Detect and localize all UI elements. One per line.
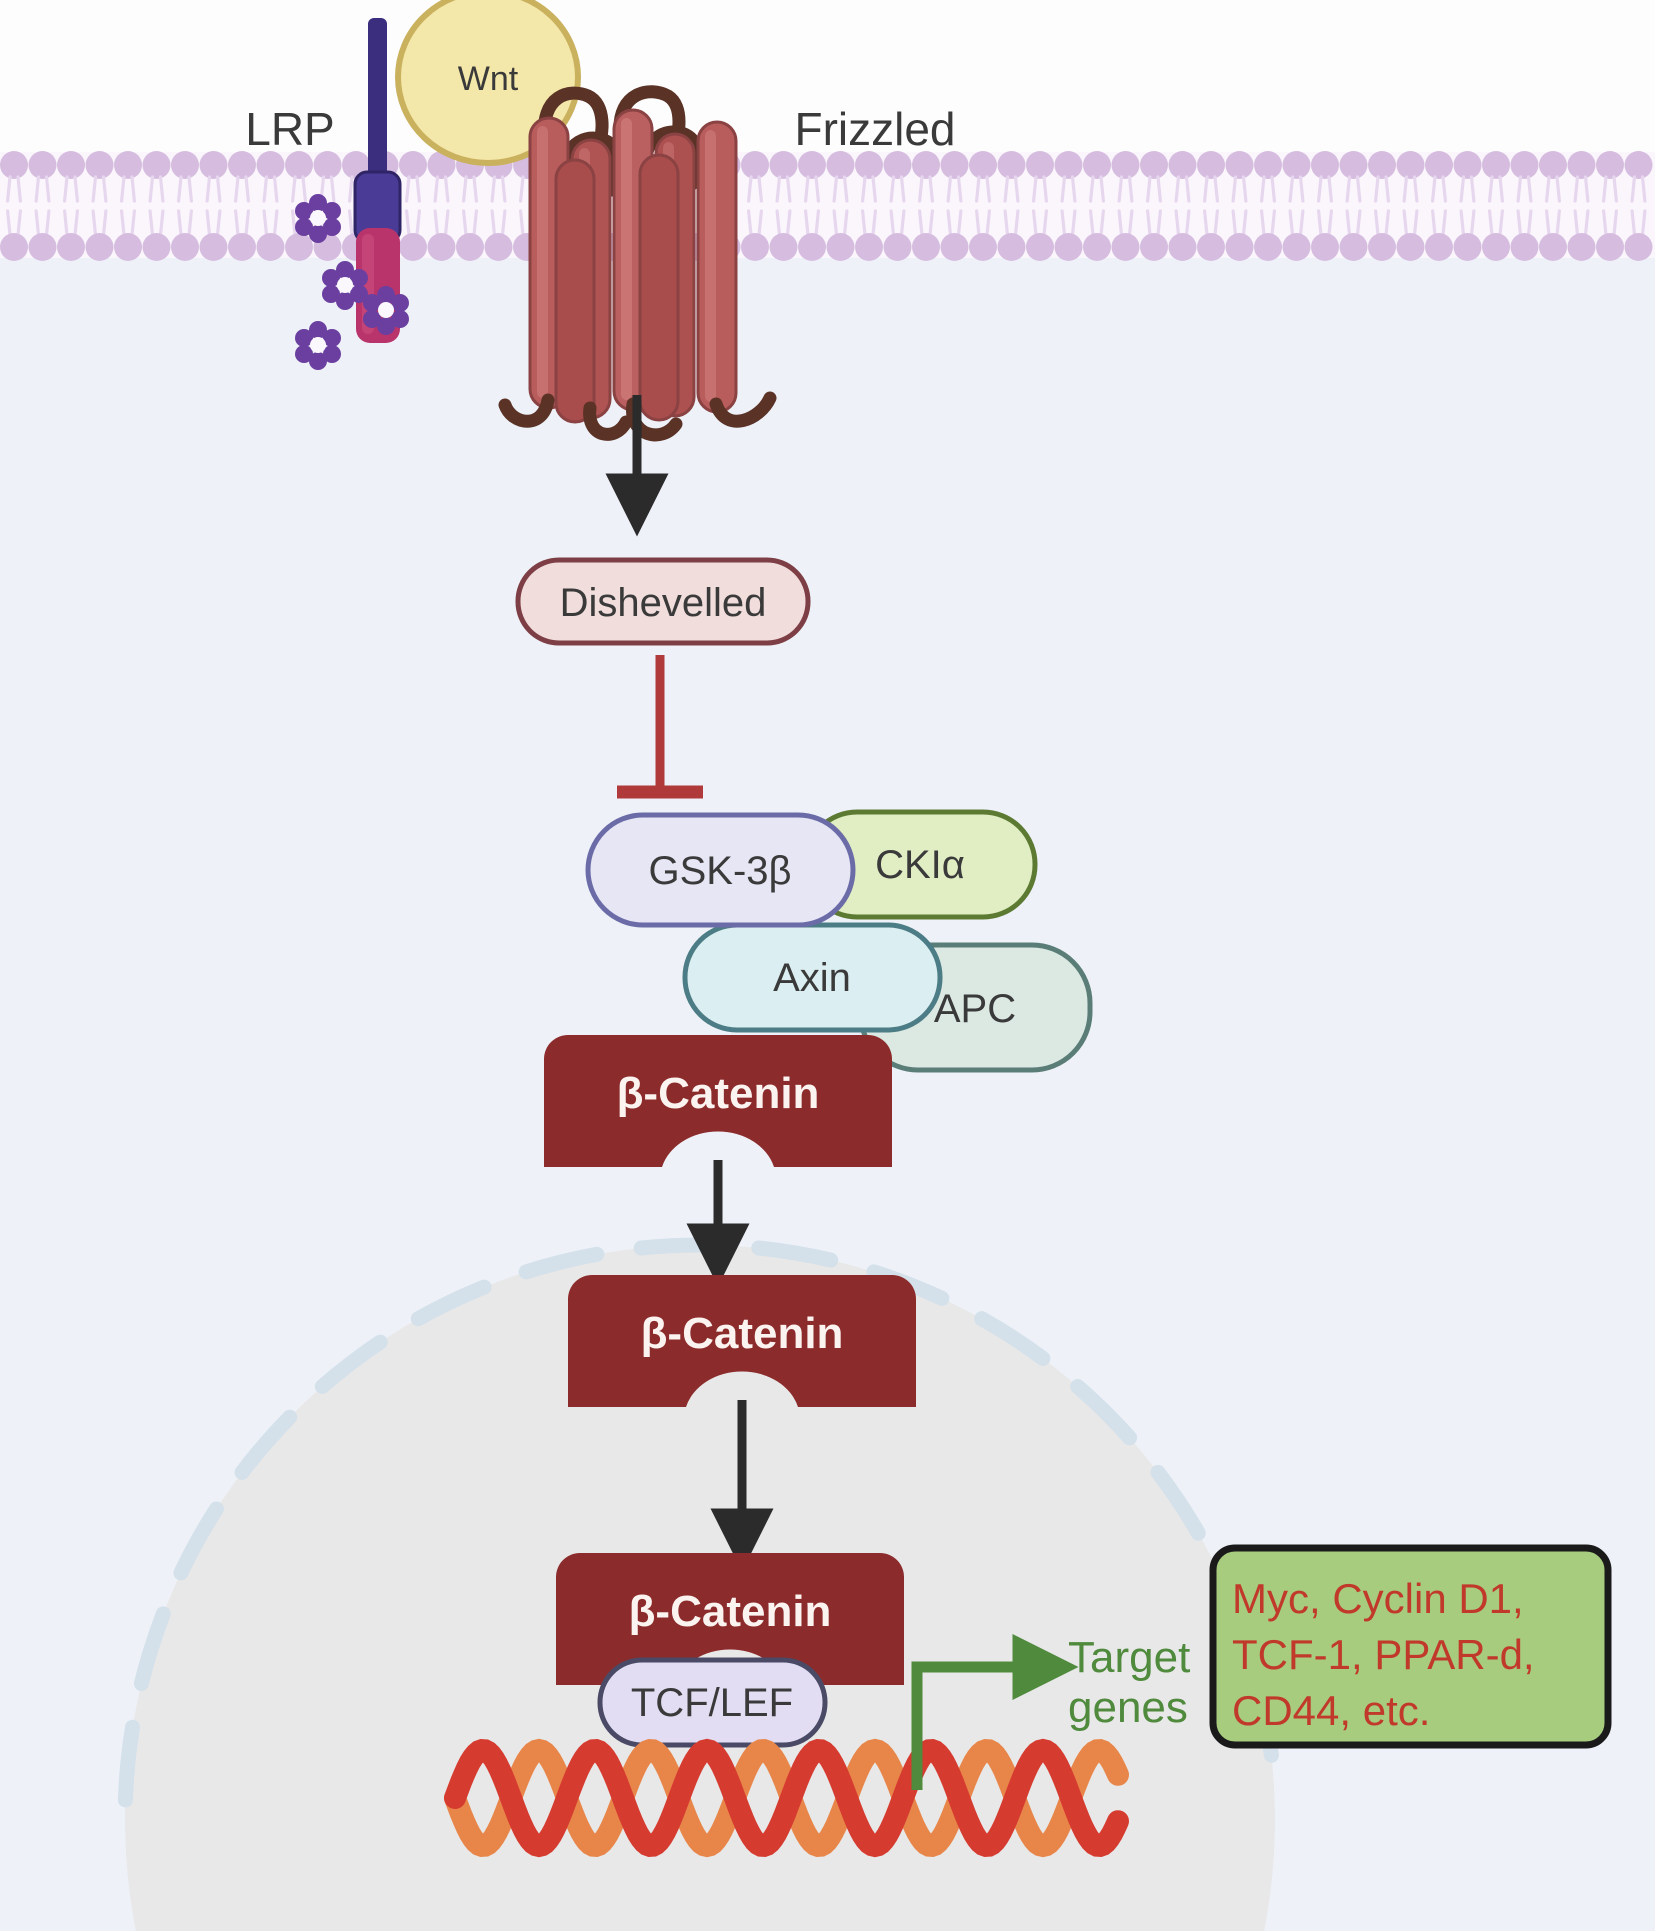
target-genes-line-1: Myc, Cyclin D1, <box>1232 1575 1524 1622</box>
extracellular-space <box>0 0 1655 152</box>
arrow-dishevelled-inhibits-gsk3b <box>617 655 703 799</box>
beta-catenin-block-cytoplasm[interactable] <box>568 1275 916 1407</box>
apc-label: APC <box>934 987 1016 1031</box>
beta-catenin-label-cytoplasm: β-Catenin <box>641 1309 844 1358</box>
axin-label: Axin <box>773 956 851 1000</box>
node-dishevelled[interactable] <box>515 557 811 646</box>
frizzled-label: Frizzled <box>794 103 955 155</box>
target-genes-line-3: CD44, etc. <box>1232 1687 1430 1734</box>
transcription-arrow <box>911 1634 1079 1790</box>
lrp-extracellular-stalk <box>368 18 387 178</box>
target-genes-box[interactable]: Myc, Cyclin D1, TCF-1, PPAR-d, CD44, etc… <box>1209 1544 1612 1749</box>
beta-catenin-label-complex: β-Catenin <box>617 1069 820 1118</box>
frizzled-receptor[interactable] <box>498 85 777 442</box>
target-genes-label-line1: Target <box>1068 1633 1190 1682</box>
dishevelled-label: Dishevelled <box>560 581 767 625</box>
destruction-complex <box>585 809 1093 1073</box>
target-genes-label-line2: genes <box>1068 1683 1188 1732</box>
beta-catenin-label-nucleus: β-Catenin <box>629 1587 832 1636</box>
node-gsk3b[interactable] <box>585 812 856 928</box>
ckia-label: CKIα <box>875 843 965 887</box>
beta-catenin-block-nucleus[interactable] <box>556 1553 904 1685</box>
lrp-receptor[interactable] <box>295 18 409 370</box>
target-genes-line-2: TCF-1, PPAR-d, <box>1232 1631 1535 1678</box>
beta-catenin-block-complex[interactable] <box>544 1035 892 1167</box>
tcf-lef-label: TCF/LEF <box>631 1681 793 1725</box>
lrp-phosphorylation-marks <box>295 194 409 370</box>
wnt-body <box>395 0 581 166</box>
wnt-label: Wnt <box>458 60 519 98</box>
gsk3b-label: GSK-3β <box>648 849 791 893</box>
wnt-ligand[interactable] <box>395 0 581 166</box>
frizzled-helices <box>528 108 738 424</box>
lrp-label: LRP <box>245 103 334 155</box>
